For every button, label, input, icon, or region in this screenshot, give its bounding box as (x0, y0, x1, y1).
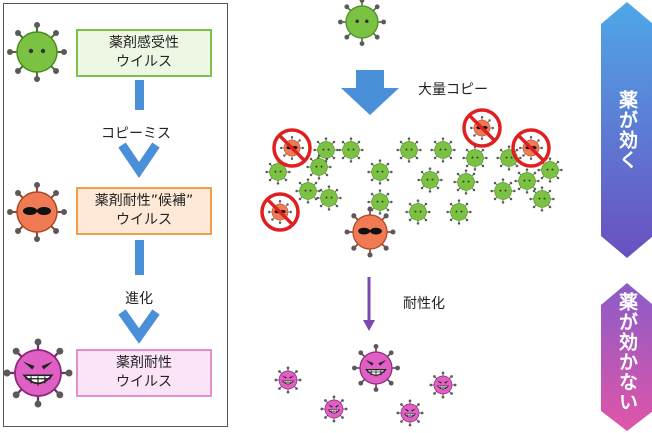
mass-copy-label: 大量コピー (418, 82, 488, 98)
effective-side-arrow (601, 2, 652, 258)
resistant-line2: ウイルス (116, 374, 172, 390)
resistance-arrow (363, 277, 375, 331)
susceptible-line2: ウイルス (116, 54, 172, 70)
susceptible-virus-icon (6, 21, 68, 83)
resistant-virus-group (274, 343, 457, 427)
resistance-label: 耐性化 (403, 296, 445, 312)
mass-copy-arrow (341, 70, 399, 115)
resistant-virus-box: 薬剤耐性 ウイルス (76, 349, 212, 397)
candidate-virus-box: 薬剤耐性”候補” ウイルス (76, 187, 212, 235)
susceptible-virus-box: 薬剤感受性 ウイルス (76, 29, 212, 77)
not-effective-side-arrow (601, 283, 652, 431)
effective-text: 薬が効く (616, 90, 638, 170)
evolution-label: 進化 (125, 291, 153, 307)
resistant-line1: 薬剤耐性 (116, 355, 172, 371)
resistant-virus-icon (2, 337, 74, 409)
flow-arrow-2 (118, 240, 160, 344)
copy-error-label: コピーミス (101, 126, 171, 142)
surviving-candidate-virus-icon (343, 205, 397, 259)
candidate-line2: ウイルス (116, 212, 172, 228)
candidate-line1: 薬剤耐性”候補” (94, 193, 194, 209)
susceptible-line1: 薬剤感受性 (109, 35, 179, 51)
not-effective-text: 薬が効かない (616, 292, 638, 412)
flow-arrow-1 (118, 80, 160, 179)
candidate-virus-icon (6, 181, 68, 243)
parent-virus-icon (337, 0, 387, 47)
